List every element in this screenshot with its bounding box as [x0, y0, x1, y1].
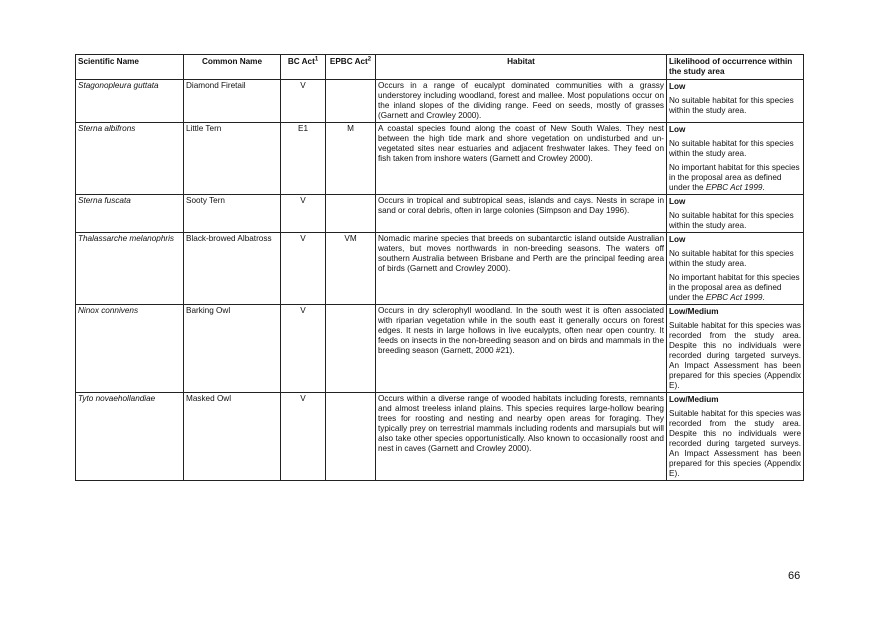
likelihood-cell: Low No suitable habitat for this species …	[666, 232, 804, 305]
scientific-name-cell: Thalassarche melanophris	[75, 232, 184, 305]
scientific-name-cell: Sterna fuscata	[75, 194, 184, 233]
common-name-cell: Barking Owl	[183, 304, 281, 393]
header-likelihood: Likelihood of occurrence within the stud…	[666, 54, 804, 80]
epbc-act-cell	[325, 79, 376, 123]
likelihood-level: Low/Medium	[669, 307, 719, 316]
act-note-end: .	[762, 293, 765, 302]
likelihood-act-note: No important habitat for this species in…	[669, 163, 801, 193]
common-name-cell: Masked Owl	[183, 392, 281, 481]
scientific-name-cell: Ninox connivens	[75, 304, 184, 393]
bc-act-cell: V	[280, 232, 326, 305]
bc-act-cell: V	[280, 194, 326, 233]
likelihood-note: No suitable habitat for this species wit…	[669, 96, 794, 115]
likelihood-note: No suitable habitat for this species wit…	[669, 249, 794, 268]
epbc-act-cell	[325, 194, 376, 233]
common-name-cell: Little Tern	[183, 122, 281, 195]
likelihood-level: Low	[669, 125, 686, 134]
epbc-act-cell: VM	[325, 232, 376, 305]
epbc-act-footnote-marker: 2	[367, 56, 372, 63]
likelihood-cell: Low No suitable habitat for this species …	[666, 79, 804, 123]
likelihood-note: Suitable habitat for this species was re…	[669, 321, 801, 390]
act-note-reference: EPBC Act 1999	[705, 293, 763, 302]
scientific-name-cell: Stagonopleura guttata	[75, 79, 184, 123]
habitat-cell: Nomadic marine species that breeds on su…	[375, 232, 667, 305]
header-bc-act: BC Act1	[280, 54, 326, 80]
epbc-act-cell	[325, 392, 376, 481]
bc-act-cell: V	[280, 304, 326, 393]
common-name-cell: Sooty Tern	[183, 194, 281, 233]
bc-act-footnote-marker: 1	[314, 56, 319, 63]
habitat-cell: Occurs within a diverse range of wooded …	[375, 392, 667, 481]
likelihood-level: Low	[669, 235, 686, 244]
scientific-name-cell: Tyto novaehollandiae	[75, 392, 184, 481]
habitat-cell: A coastal species found along the coast …	[375, 122, 667, 195]
likelihood-level: Low	[669, 82, 686, 91]
bc-act-cell: V	[280, 392, 326, 481]
habitat-cell: Occurs in dry sclerophyll woodland. In t…	[375, 304, 667, 393]
species-table: Scientific Name Common Name BC Act1 EPBC…	[75, 54, 804, 481]
bc-act-cell: E1	[280, 122, 326, 195]
likelihood-level: Low	[669, 197, 686, 206]
likelihood-cell: Low No suitable habitat for this species …	[666, 194, 804, 233]
act-note-reference: EPBC Act 1999	[705, 183, 763, 192]
habitat-cell: Occurs in tropical and subtropical seas,…	[375, 194, 667, 233]
epbc-act-cell	[325, 304, 376, 393]
header-epbc-act: EPBC Act2	[325, 54, 376, 80]
act-note-text: No important habitat for this species in…	[669, 273, 800, 302]
header-habitat: Habitat	[375, 54, 667, 80]
epbc-act-cell: M	[325, 122, 376, 195]
habitat-cell: Occurs in a range of eucalypt dominated …	[375, 79, 667, 123]
likelihood-note: No suitable habitat for this species wit…	[669, 211, 794, 230]
likelihood-note: Suitable habitat for this species was re…	[669, 409, 801, 478]
common-name-cell: Black-browed Albatross	[183, 232, 281, 305]
page-number: 66	[788, 570, 801, 582]
likelihood-act-note: No important habitat for this species in…	[669, 273, 801, 303]
scientific-name-cell: Sterna albifrons	[75, 122, 184, 195]
likelihood-cell: Low No suitable habitat for this species …	[666, 122, 804, 195]
header-scientific-name: Scientific Name	[75, 54, 184, 80]
header-common-name: Common Name	[183, 54, 281, 80]
bc-act-cell: V	[280, 79, 326, 123]
common-name-cell: Diamond Firetail	[183, 79, 281, 123]
act-note-text: No important habitat for this species in…	[669, 163, 800, 192]
table-header-row: Scientific Name Common Name BC Act1 EPBC…	[75, 54, 804, 80]
act-note-end: .	[762, 183, 765, 192]
likelihood-note: No suitable habitat for this species wit…	[669, 139, 794, 158]
likelihood-level: Low/Medium	[669, 395, 719, 404]
